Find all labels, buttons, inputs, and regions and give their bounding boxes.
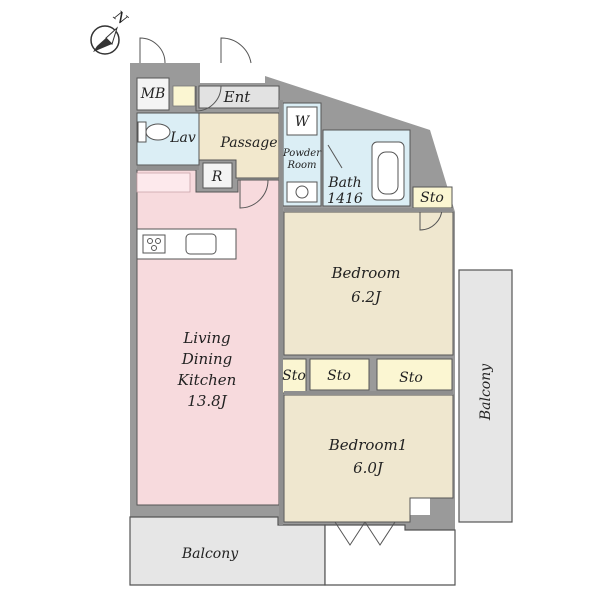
w-label: W (295, 114, 311, 130)
washer-icon (286, 106, 318, 136)
ldk-label-3: Kitchen (177, 371, 237, 389)
sto-mid-label: Sto (327, 368, 351, 384)
ldk-label-1: Living (182, 329, 230, 347)
refrigerator-space (202, 162, 233, 189)
bathtub-icon (371, 141, 405, 201)
ldk-label-4: 13.8J (187, 392, 227, 410)
powder-room-label-2: Room (286, 160, 316, 171)
powder-room-label-1: Powder (282, 148, 322, 159)
mb-closet (136, 77, 170, 111)
interior-walls (137, 100, 453, 525)
sto-top-label: Sto (420, 190, 444, 206)
wash-basin-icon (286, 181, 318, 203)
shoe-cabinet (172, 85, 196, 107)
r-label: R (211, 169, 223, 185)
bedroom-room (283, 211, 454, 356)
bedroom-label-2: 6.2J (351, 288, 382, 306)
balcony-side (458, 269, 513, 523)
bath-label-1: Bath (327, 175, 361, 191)
sto-right-label: Sto (399, 370, 423, 386)
passage-label: Passage (219, 135, 277, 151)
bedroom1-label-1: Bedroom1 (328, 436, 408, 454)
ldk-label-2: Dining (181, 350, 233, 368)
north-label: N (109, 7, 130, 28)
balcony-bottom-right (324, 524, 456, 586)
balcony-side-label: Balcony (478, 363, 494, 421)
bedroom1-label-2: 6.0J (353, 459, 384, 477)
storage-mid (309, 358, 370, 391)
lav-room (136, 112, 200, 166)
sto-small-label: Sto (282, 368, 306, 384)
mb-label: MB (140, 86, 166, 102)
ent-label: Ent (223, 88, 252, 106)
kitchen-counter (136, 228, 237, 260)
bath-label-2: 1416 (327, 191, 363, 207)
lav-label: Lav (169, 130, 196, 146)
bedroom-label-1: Bedroom (331, 264, 401, 282)
storage-right (376, 358, 453, 391)
compass-icon (90, 25, 120, 55)
kitchen-counter-back (136, 172, 191, 193)
balcony-bottom-label: Balcony (181, 546, 239, 562)
toilet-icon (137, 121, 171, 143)
door-swings (139, 37, 443, 546)
